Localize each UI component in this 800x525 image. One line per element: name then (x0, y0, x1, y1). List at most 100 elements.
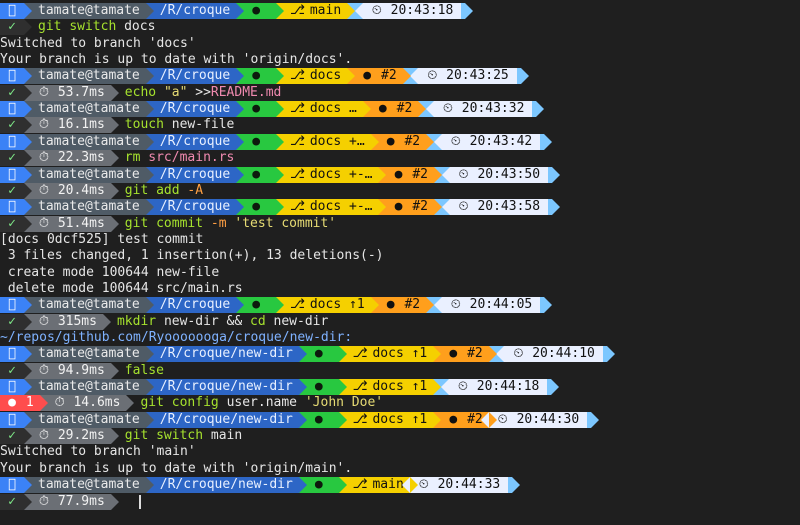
output-text: create mode 100644 new-file (0, 265, 220, 280)
user-segment: tamate@tamate (24, 346, 154, 362)
clock-icon: ⏲ (458, 167, 469, 182)
command-token: 'John Doe' (304, 395, 384, 410)
status-segment: ✓ (0, 428, 32, 444)
path-segment: /R/croque/new-dir (145, 412, 307, 428)
command-token: git (124, 216, 149, 231)
github-icon: ● (386, 297, 395, 312)
user-segment: tamate@tamate (24, 297, 154, 313)
pr-segment: ● #2 (370, 297, 435, 313)
time-segment: ⏲ 20:43:50 (441, 167, 549, 183)
github-icon: ● (449, 346, 458, 361)
output-line: [docs 0dcf525] test commit (0, 232, 204, 248)
branch-icon: ⎇ (290, 3, 306, 18)
exec-time-segment: ⏱ 16.1ms (24, 117, 119, 133)
github-icon: ● (386, 134, 395, 149)
clock-icon: ⏲ (442, 101, 454, 116)
path-segment: /R/croque (145, 199, 245, 215)
github-segment: ● (236, 167, 284, 183)
time-segment: ⏲ 20:44:18 (440, 379, 548, 395)
command-line: ✓⏱ 16.1ms touch new-file (0, 117, 234, 133)
exec-time-segment-text: 53.7ms (57, 85, 105, 100)
text-cursor[interactable] (138, 494, 141, 509)
user-segment: tamate@tamate (24, 167, 154, 183)
github-icon: ● (314, 379, 323, 394)
path-segment-text: /R/croque (159, 3, 231, 18)
prompt-line: tamate@tamate/R/croque● ⎇ main☺ Ryooooo… (0, 3, 474, 19)
os-segment:  (0, 167, 32, 183)
check-icon: ✓ (8, 363, 16, 378)
command-token: && (218, 314, 251, 329)
user-segment-text: tamate@tamate (38, 134, 140, 149)
branch-icon: ⎇ (352, 477, 368, 492)
user-segment: tamate@tamate (24, 379, 154, 395)
branch-segment-text: docs +-… (309, 167, 373, 182)
github-icon: ● (314, 477, 323, 492)
check-icon: ✓ (8, 150, 16, 165)
time-segment: ⏲ 20:43:58 (441, 199, 549, 215)
output-text: Your branch is up to date with 'origin/m… (0, 461, 353, 476)
stopwatch-icon: ⏱ (38, 85, 50, 100)
command-token: new-file (171, 117, 235, 132)
os-segment:  (0, 68, 32, 84)
command-token (203, 216, 211, 231)
time-text: 20:43:42 (469, 134, 533, 149)
status-segment: ✓ (0, 117, 32, 133)
time-text: 20:43:32 (461, 101, 525, 116)
github-icon: ● (378, 101, 387, 116)
pr-segment-text: #2 (467, 346, 483, 361)
command-text: git add -A (111, 183, 203, 198)
exec-time-segment: ⏱ 51.4ms (24, 216, 119, 232)
output-line: delete mode 100644 src/main.rs (0, 281, 243, 297)
command-token: false (124, 363, 164, 378)
exec-time-segment: ⏱ 53.7ms (24, 85, 119, 101)
exec-time-segment-text: 29.2ms (57, 428, 105, 443)
output-line: ~/repos/github.com/Ryooooooga/croque/new… (0, 330, 352, 346)
command-text: rm src/main.rs (111, 150, 235, 165)
branch-icon: ⎇ (352, 412, 368, 427)
user-segment-text: tamate@tamate (38, 477, 140, 492)
os-segment:  (0, 477, 32, 493)
time-segment: ⏲ 20:44:10 (496, 346, 603, 362)
check-icon: ✓ (8, 314, 16, 329)
path-segment: /R/croque (145, 68, 245, 84)
status-segment: ✓ (0, 494, 32, 510)
command-token: add (156, 183, 180, 198)
github-segment: ● (236, 297, 284, 313)
os-segment:  (0, 199, 32, 215)
command-token: README.md (210, 85, 282, 100)
prompt-line: tamate@tamate/R/croque● ⎇ docs +…● #2☺ … (0, 134, 553, 150)
output-line: Switched to branch 'main' (0, 444, 196, 460)
exec-time-segment: ⏱ 77.9ms (24, 494, 119, 510)
command-text: git switch docs (24, 19, 155, 34)
stopwatch-icon: ⏱ (54, 395, 65, 410)
branch-segment: ⎇ docs ↑1 (338, 379, 441, 395)
path-segment-text: /R/croque (159, 101, 231, 116)
path-segment: /R/croque/new-dir (145, 379, 307, 395)
branch-icon: ⎇ (352, 379, 368, 394)
user-segment-text: tamate@tamate (38, 412, 140, 427)
stopwatch-icon: ⏱ (38, 314, 50, 329)
prompt-line: tamate@tamate/R/croque/new-dir● ⎇ main☺… (0, 477, 521, 493)
clock-icon: ⏲ (450, 134, 461, 149)
command-token: touch (124, 117, 164, 132)
output-text: Switched to branch 'main' (0, 444, 196, 459)
output-text: ~/repos/github.com/Ryooooooga/croque/new… (0, 330, 353, 345)
github-icon: ● (314, 346, 323, 361)
command-token: config (171, 395, 219, 410)
command-token (156, 314, 164, 329)
branch-segment-text: main (309, 3, 342, 18)
github-icon: ● (252, 68, 261, 83)
user-segment: tamate@tamate (24, 199, 154, 215)
status-segment: ✓ (0, 314, 32, 330)
error-code: 1 (25, 395, 34, 410)
branch-segment: ⎇ docs +-… (276, 167, 387, 183)
time-text: 20:44:33 (437, 477, 501, 492)
apple-icon:  (8, 199, 16, 214)
status-segment: ✓ (0, 85, 32, 101)
exec-time-segment-text: 51.4ms (57, 216, 105, 231)
